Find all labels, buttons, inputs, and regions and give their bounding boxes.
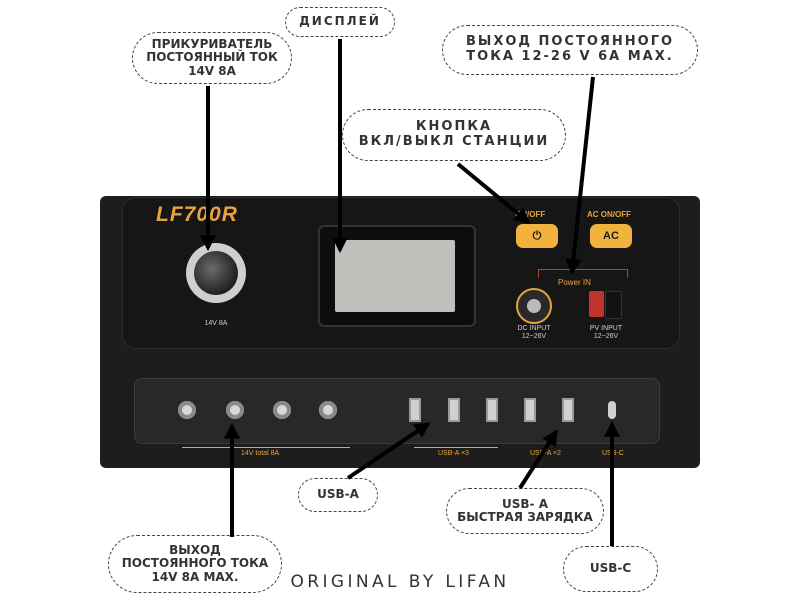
dc-output-port-4[interactable]	[319, 401, 337, 419]
dc-output-port-1[interactable]	[178, 401, 196, 419]
pv-input-black-pin[interactable]	[605, 291, 622, 319]
dc-group-bracket	[182, 447, 350, 456]
usb-a-fast-port-2[interactable]	[562, 398, 574, 422]
power-icon: ⏻	[532, 229, 542, 242]
usb-a-fast-port-1[interactable]	[524, 398, 536, 422]
callout-usb-a-fast: USB- A БЫСТРАЯ ЗАРЯДКА	[446, 488, 604, 534]
usb-c-device-label: USB-C	[600, 450, 626, 457]
dc-total-label: 14V total 8A	[239, 450, 282, 457]
usb-a-port-3[interactable]	[486, 398, 498, 422]
footer-credit: ORIGINAL BY LIFAN	[290, 572, 510, 592]
dc-output-port-2[interactable]	[226, 401, 244, 419]
usb-c-port[interactable]	[608, 401, 616, 419]
usb-a-group-bracket	[414, 447, 498, 456]
usb-a-port-2[interactable]	[448, 398, 460, 422]
power-on-off-label: ON/OFF	[515, 210, 546, 219]
ac-on-off-label: AC ON/OFF	[587, 210, 631, 219]
brand-logo: LF700R	[156, 203, 238, 226]
callout-dc-output-bottom: ВЫХОД ПОСТОЯННОГО ТОКА 14V 8A MAX.	[108, 535, 282, 593]
cigarette-lighter-socket-inner	[194, 251, 238, 295]
lcd-display	[335, 240, 455, 312]
callout-display: ДИСПЛЕЙ	[285, 7, 395, 37]
usb-a-port-1[interactable]	[409, 398, 421, 422]
dc-input-label: DC INPUT 12~26V	[517, 325, 551, 340]
power-in-bracket	[538, 269, 628, 278]
dc-input-port[interactable]	[516, 288, 552, 324]
socket-rating-label: 14V 8A	[204, 320, 228, 327]
callout-cigarette-lighter: ПРИКУРИВАТЕЛЬ ПОСТОЯННЫЙ ТОК 14V 8A	[132, 32, 292, 84]
pv-input-label: PV INPUT 12~26V	[589, 325, 623, 340]
power-in-label: Power IN	[556, 278, 593, 287]
usb-a-x2-label: USB-A ×2	[528, 450, 563, 457]
ac-button[interactable]: AC	[590, 224, 632, 248]
callout-power-button: КНОПКА ВКЛ/ВЫКЛ СТАНЦИИ	[342, 109, 566, 161]
callout-usb-a: USB-A	[298, 478, 378, 512]
usb-a-x3-label: USB-A ×3	[436, 450, 471, 457]
power-button[interactable]: ⏻	[516, 224, 558, 248]
callout-usb-c: USB-C	[563, 546, 658, 592]
dc-output-port-3[interactable]	[273, 401, 291, 419]
callout-dc-output-top: ВЫХОД ПОСТОЯННОГО ТОКА 12-26 V 6A MAX.	[442, 25, 698, 75]
output-port-panel	[134, 378, 660, 444]
pv-input-red-pin	[589, 291, 604, 317]
